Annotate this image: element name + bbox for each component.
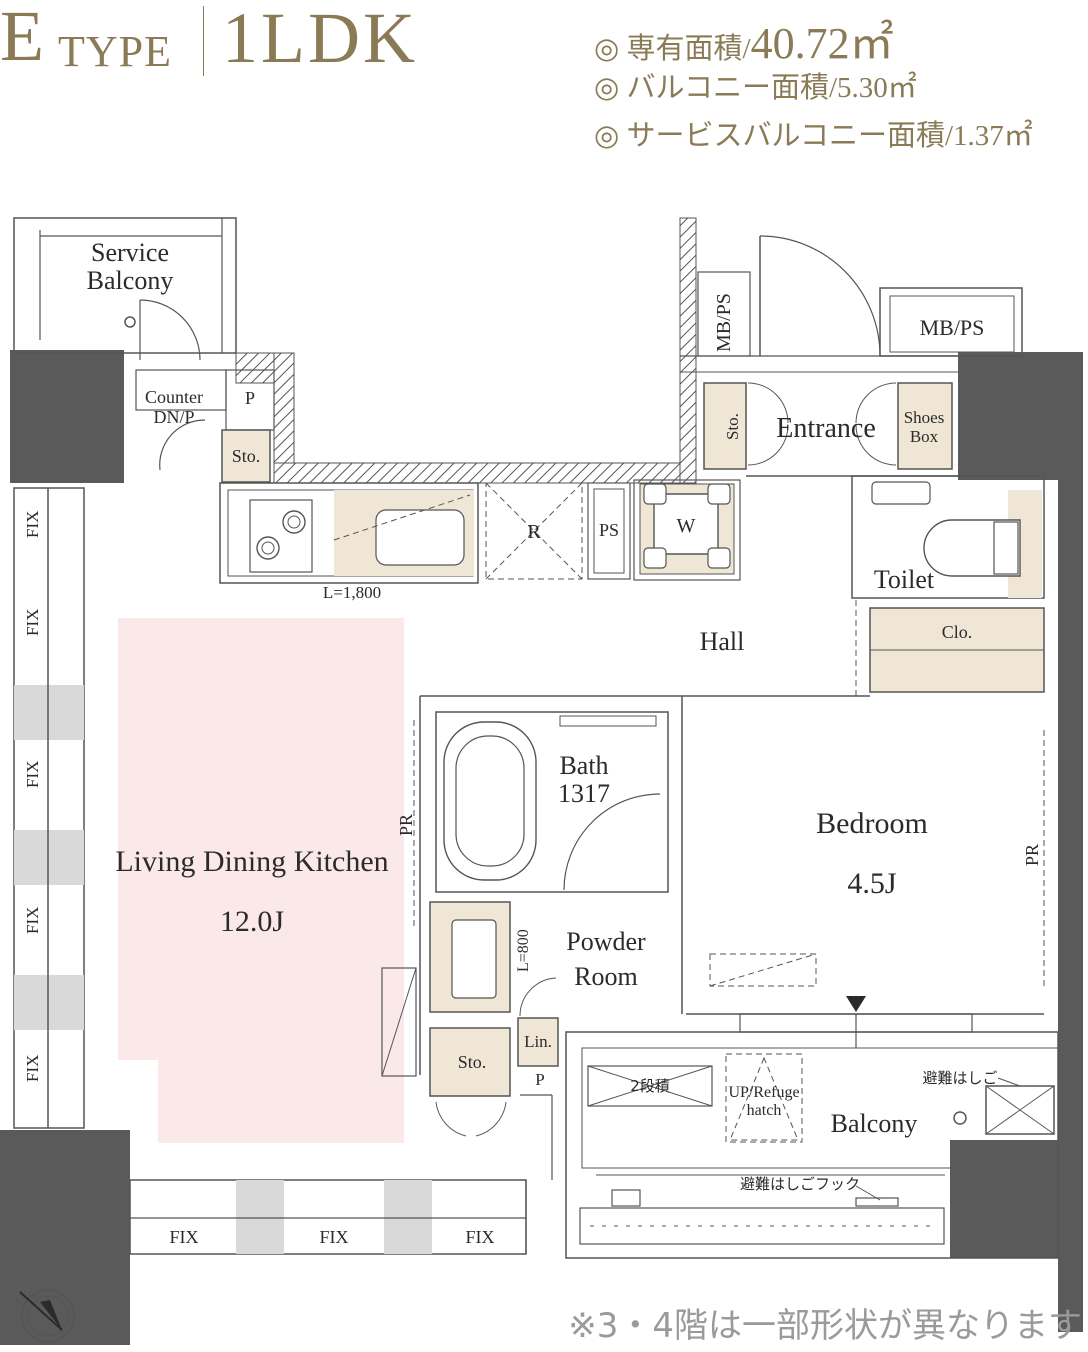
ldk-size-label: 12.0J (220, 905, 285, 938)
service-balcony-outline (13, 217, 237, 354)
spec-value: 40.72㎡ (750, 19, 894, 68)
washer-space (633, 479, 741, 581)
cooktop (249, 499, 313, 573)
column-bottom-right (950, 1140, 1058, 1258)
p-label: P (535, 1070, 544, 1089)
shoes-box-label: Shoes (904, 408, 945, 427)
vanity-length-label: L=800 (515, 929, 532, 972)
spec-value: 5.30㎡ (837, 72, 917, 104)
floor-note: ※3・4階は一部形状が異なります (568, 1306, 1082, 1346)
fix-window-label: FIX (169, 1227, 198, 1247)
sto-entrance-box (703, 382, 747, 470)
hatched-wall-entrance (679, 217, 697, 484)
hall-label: Hall (700, 627, 745, 656)
refuge-hatch-label: UP/Refuge (728, 1084, 799, 1101)
toilet-label: Toilet (874, 565, 935, 594)
header-divider (203, 6, 204, 76)
spec-exclusive-area: ◎ 専有面積/40.72㎡ (594, 22, 894, 66)
sto-label: Sto. (232, 446, 261, 466)
fix-window-label: FIX (23, 761, 42, 788)
ldk-label: Living Dining Kitchen (115, 845, 388, 878)
shoes-box-label: Box (910, 427, 939, 446)
fix-window-label: FIX (465, 1227, 494, 1247)
bedroom-label: Bedroom (816, 807, 928, 840)
entrance-marker (846, 996, 866, 1012)
plan-header: E TYPE 1LDK ◎ 専有面積/40.72㎡ ◎ バルコニー面積/5.30… (0, 0, 1088, 170)
fix-window-label: FIX (23, 511, 42, 538)
spec-value: 1.37㎡ (953, 120, 1033, 152)
balcony-label: Balcony (831, 1109, 918, 1138)
bath-room (435, 711, 669, 893)
toilet-room (851, 475, 1045, 599)
sto-kitchen-box (221, 429, 271, 483)
pr-label: PR (1022, 844, 1042, 866)
left-window-strip (13, 487, 85, 1129)
fix-window-label: FIX (23, 609, 42, 636)
service-balcony-label: Balcony (87, 266, 174, 295)
spec-balcony-area: ◎ バルコニー面積/5.30㎡ (594, 74, 917, 103)
pr-label: PR (396, 814, 416, 836)
spec-label: ◎ バルコニー面積/ (594, 72, 838, 104)
type-word: TYPE (58, 27, 172, 76)
left-window-gray-3 (14, 975, 84, 1030)
sto-label: Sto. (723, 413, 742, 440)
refuge-hatch-label: hatch (747, 1102, 782, 1119)
bedroom-size-label: 4.5J (847, 867, 897, 900)
fix-window-label: FIX (23, 907, 42, 934)
compass-icon (19, 1289, 75, 1343)
service-balcony-label: Service (91, 238, 169, 267)
mbps-label: MB/PS (713, 293, 735, 352)
column-right-wall (1058, 352, 1083, 1332)
fridge-space (485, 482, 583, 580)
p-label: P (245, 388, 255, 408)
closet-label: Clo. (942, 622, 973, 642)
sto-lower-box (429, 1027, 511, 1097)
two-tier-label: 2段積 (630, 1077, 670, 1095)
type-letter: E (0, 0, 44, 76)
ldk-floor-tint (118, 618, 404, 1143)
fridge-label: R (527, 521, 541, 543)
bath-label: Bath (559, 751, 608, 780)
shoes-box (897, 382, 953, 470)
powder-room-label: Room (574, 962, 638, 991)
linen-box (517, 1017, 559, 1067)
two-tier-unit (587, 1065, 713, 1107)
fix-window-label: FIX (23, 1055, 42, 1082)
spec-label: ◎ サービスバルコニー面積/ (594, 120, 954, 152)
entrance-label: Entrance (776, 413, 876, 444)
kitchen-length-label: L=1,800 (323, 583, 381, 602)
counter-label: Counter (145, 387, 203, 407)
left-window-gray-2 (14, 830, 84, 885)
spec-label: ◎ 専有面積/ (594, 33, 751, 65)
ps-shaft (587, 482, 631, 580)
powder-room-label: Powder (566, 927, 646, 956)
refuge-hatch (725, 1053, 803, 1143)
linen-label: Lin. (524, 1032, 552, 1051)
fix-window-label: FIX (319, 1227, 348, 1247)
ps-label: PS (599, 520, 619, 540)
ladder-hook-label: 避難はしごフック (740, 1175, 860, 1193)
mbps-label: MB/PS (920, 315, 985, 340)
washer-label: W (677, 515, 696, 537)
spec-service-balcony-area: ◎ サービスバルコニー面積/1.37㎡ (594, 122, 1033, 151)
sto-label: Sto. (458, 1052, 487, 1072)
counter-label: DN/P (153, 407, 194, 427)
hatched-wall-kitchen-back (273, 462, 697, 484)
plan-name: 1LDK (222, 0, 418, 78)
column-bottom-left (0, 1130, 130, 1345)
column-top-left (10, 350, 124, 483)
outdoor-unit-grill (611, 1189, 641, 1207)
bath-label: 1317 (558, 779, 610, 808)
ladder-label: 避難はしご (922, 1069, 997, 1087)
sink-bowl (375, 509, 465, 566)
left-window-gray-1 (14, 685, 84, 740)
